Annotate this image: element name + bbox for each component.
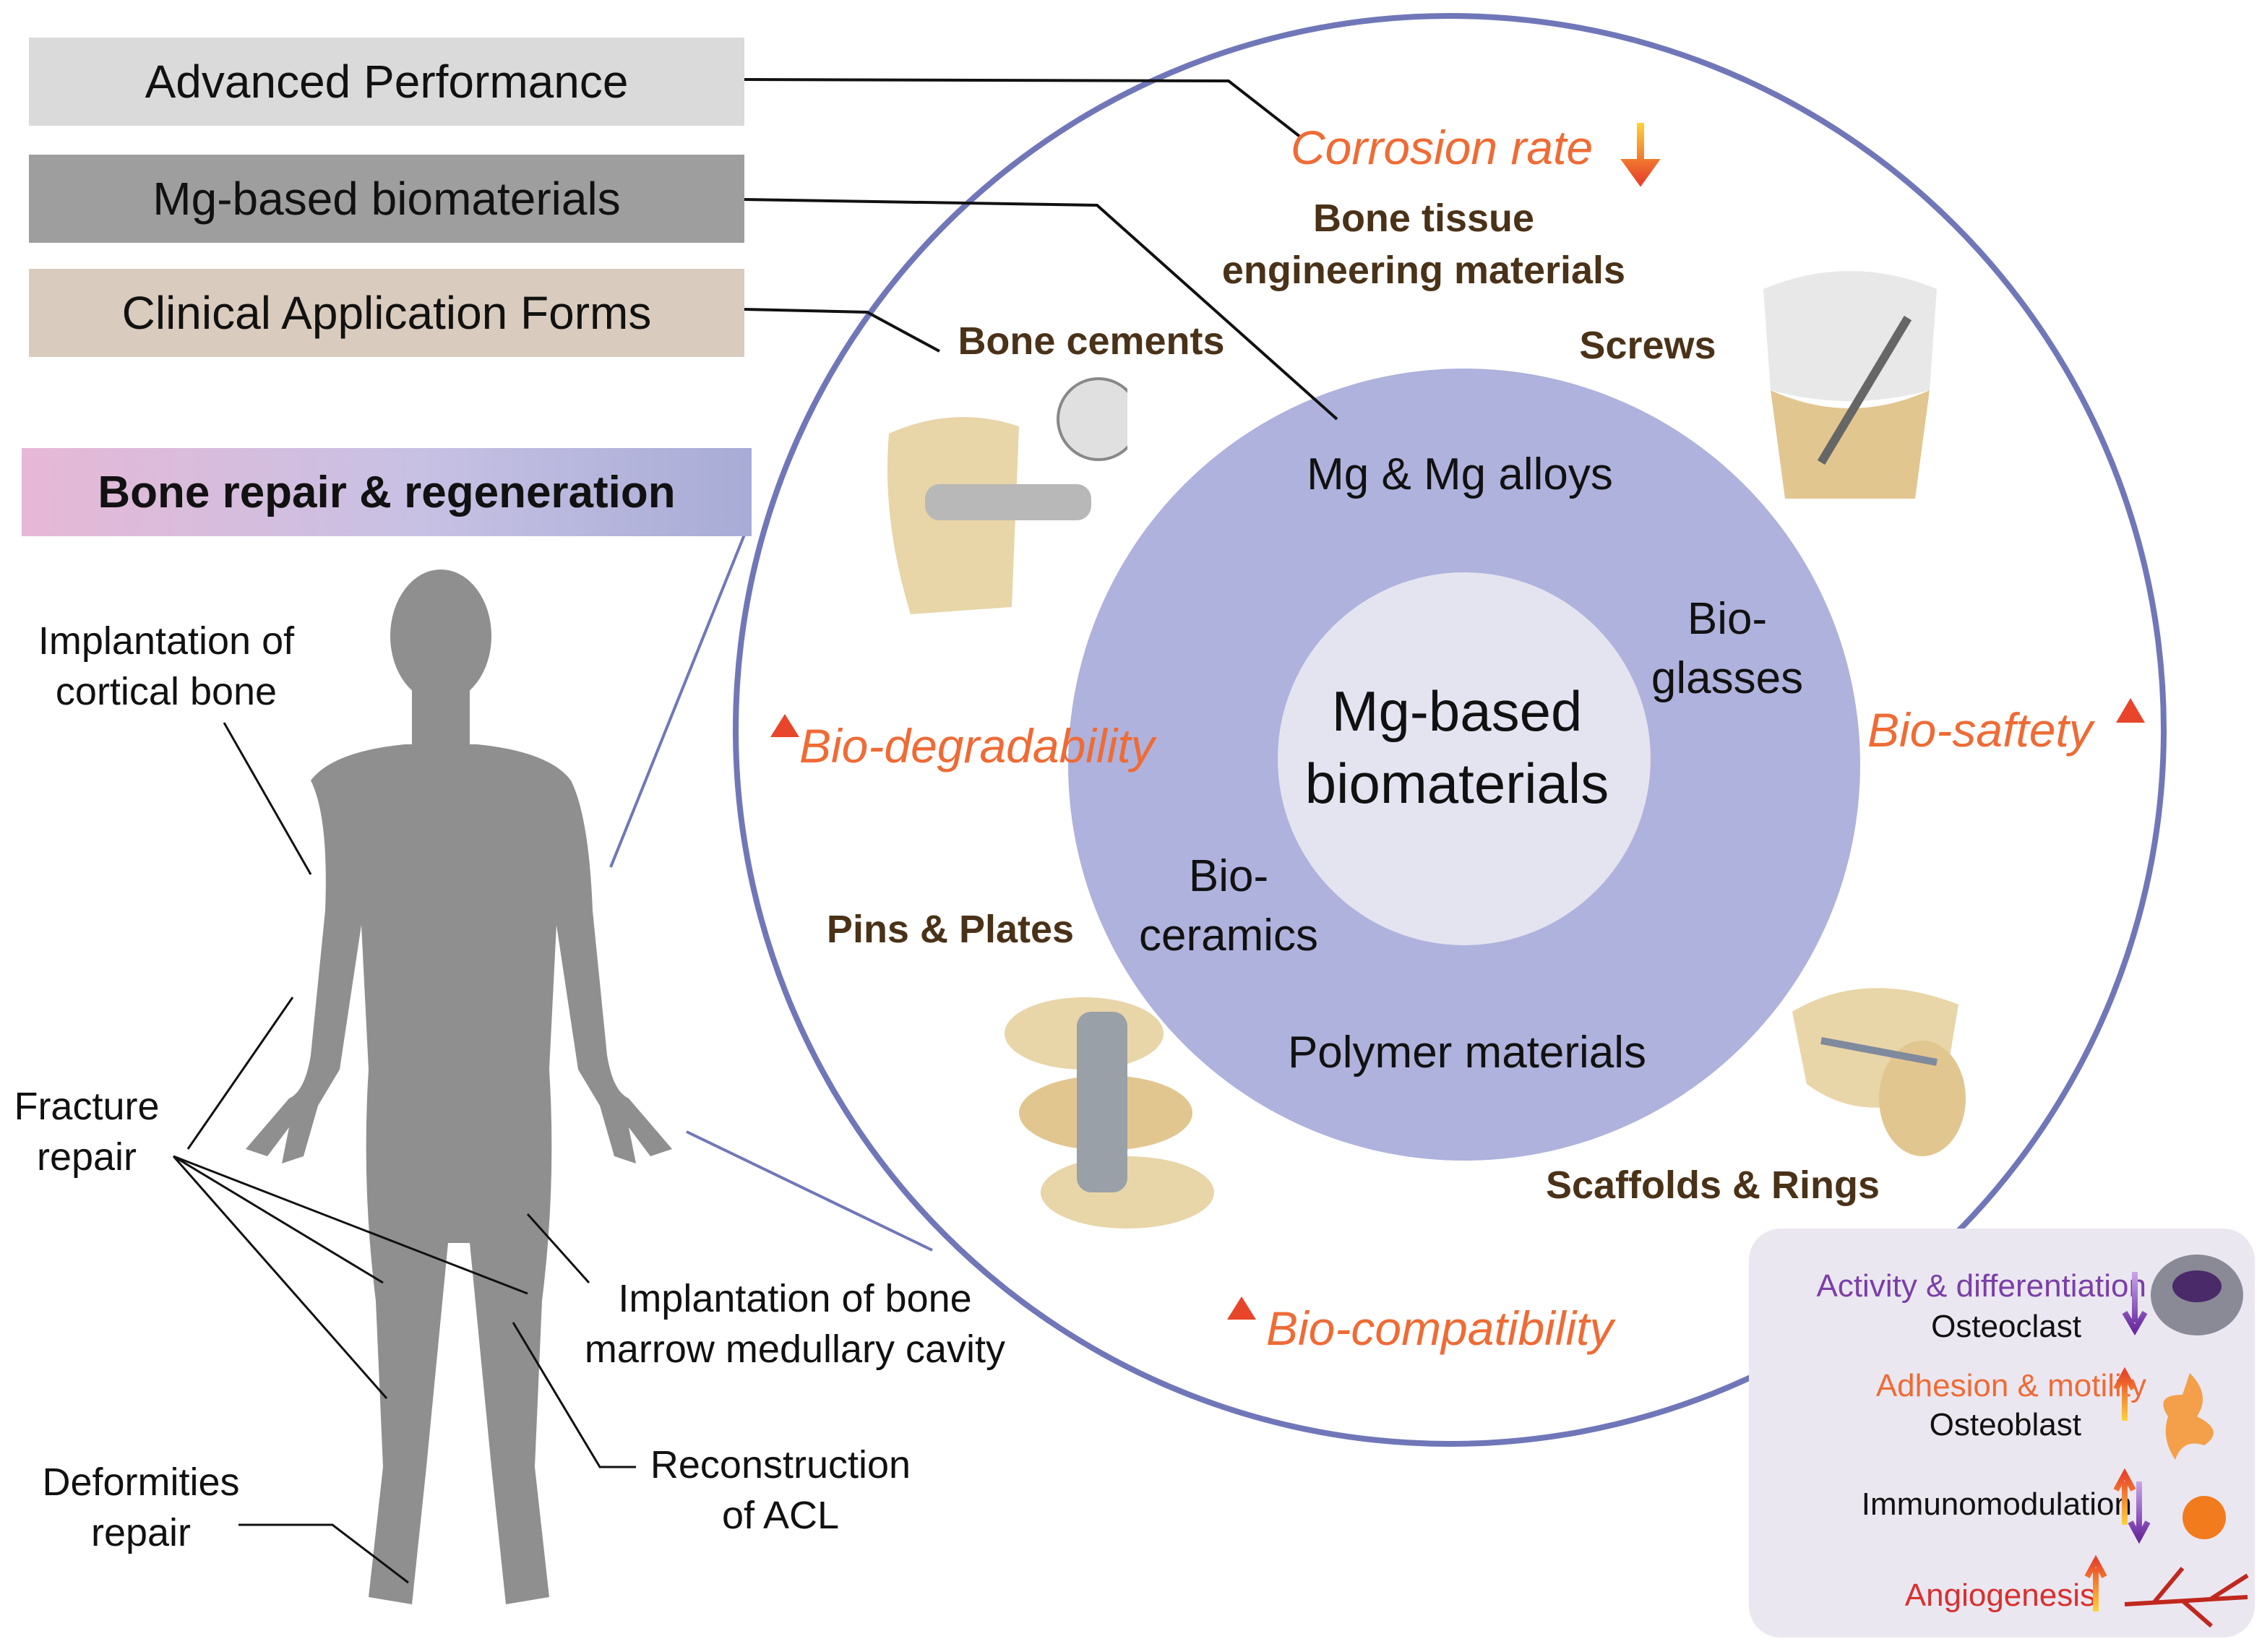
arrow-biocompatibility-head — [1227, 1296, 1256, 1320]
arrow-corrosion-down — [1620, 123, 1661, 187]
app-bone-tissue: Bone tissue engineering materials — [1221, 197, 1626, 292]
vessel-icon — [2124, 1567, 2249, 1628]
leader-fracture-2 — [173, 1155, 384, 1284]
connector-clinical — [744, 308, 940, 353]
legend-clinical-label: Clinical Application Forms — [121, 287, 652, 339]
material-polymer: Polymer materials — [1287, 1028, 1647, 1077]
bone-repair-label: Bone repair & regeneration — [98, 467, 676, 517]
app-scaffolds-rings: Scaffolds & Rings — [1545, 1163, 1880, 1207]
leader-fracture-3 — [173, 1155, 528, 1295]
leader-deformities — [238, 1523, 409, 1584]
scaffolds-illustration — [1792, 988, 1966, 1156]
legend-advanced-performance: Advanced Performance — [29, 38, 744, 126]
osteoblast-icon — [2163, 1373, 2214, 1460]
human-silhouette — [246, 569, 672, 1604]
label-acl: Reconstruction of ACL — [650, 1443, 911, 1537]
legend-mg-based-label: Mg-based biomaterials — [152, 173, 621, 225]
pins-plates-illustration — [1005, 997, 1214, 1229]
connector-performance — [744, 78, 1302, 139]
bone-cement-illustration — [887, 377, 1127, 614]
perf-bio-degradability: Bio-degradability — [799, 719, 1155, 773]
leader-marrow — [526, 1213, 590, 1284]
effects-icons — [2084, 1255, 2249, 1628]
legend-mg-based-biomaterials: Mg-based biomaterials — [29, 155, 744, 243]
label-marrow-cavity: Implantation of bone marrow medullary ca… — [584, 1277, 1006, 1371]
connector-materials — [744, 198, 1338, 421]
screw-illustration — [1763, 271, 1937, 499]
arrow-biosafety-head — [2116, 698, 2145, 723]
macrophage-icon — [2183, 1496, 2226, 1539]
app-pins-plates: Pins & Plates — [826, 908, 1075, 951]
cell-effects-panel: Activity & differentiation Osteoclast Ad… — [1749, 1229, 2255, 1638]
leader-cortical — [223, 722, 312, 875]
label-fracture-repair: Fracture repair — [14, 1085, 160, 1179]
label-deformities: Deformities repair — [42, 1460, 240, 1554]
leader-fracture-1 — [186, 997, 294, 1150]
arrow-biodegradability-head — [770, 714, 799, 737]
osteoblast-up-arrow — [2113, 1367, 2136, 1421]
effect-adhesion-motility: Adhesion & motility — [1875, 1368, 2146, 1403]
perf-bio-safety: Bio-saftety — [1867, 703, 2093, 757]
legend-clinical-application-forms: Clinical Application Forms — [29, 269, 744, 357]
immuno-up-arrow — [2113, 1468, 2136, 1525]
material-bio-ceramics: Bio- ceramics — [1138, 851, 1319, 960]
bone-repair-banner: Bone repair & regeneration — [22, 448, 752, 536]
material-center: Mg-based biomaterials — [1304, 679, 1609, 815]
zoom-line-top — [609, 534, 746, 868]
app-bone-cements: Bone cements — [958, 319, 1225, 363]
label-cortical-bone: Implantation of cortical bone — [38, 619, 295, 713]
leader-fracture-4 — [172, 1156, 388, 1399]
perf-corrosion-rate: Corrosion rate — [1291, 121, 1594, 174]
center-disc — [1278, 572, 1651, 945]
osteoclast-down-arrow — [2122, 1272, 2148, 1335]
perf-bio-compatibility: Bio-compatibility — [1266, 1302, 1614, 1355]
material-mg-alloys: Mg & Mg alloys — [1307, 449, 1613, 499]
effect-activity-differentiation: Activity & differentiation — [1816, 1268, 2146, 1304]
effect-angiogenesis: Angiogenesis — [1904, 1578, 2096, 1613]
legend-advanced-performance-label: Advanced Performance — [145, 56, 629, 108]
effect-immunomodulation: Immunomodulation — [1861, 1487, 2132, 1522]
app-screws: Screws — [1579, 324, 1716, 367]
leader-acl — [512, 1322, 636, 1468]
effect-osteoblast: Osteoblast — [1929, 1407, 2081, 1442]
material-bio-glasses: Bio- glasses — [1651, 594, 1804, 703]
zoom-line-bottom — [686, 1130, 933, 1252]
immuno-down-arrow — [2128, 1481, 2151, 1544]
effect-osteoclast: Osteoclast — [1931, 1309, 2081, 1344]
angio-up-arrow — [2084, 1554, 2107, 1612]
